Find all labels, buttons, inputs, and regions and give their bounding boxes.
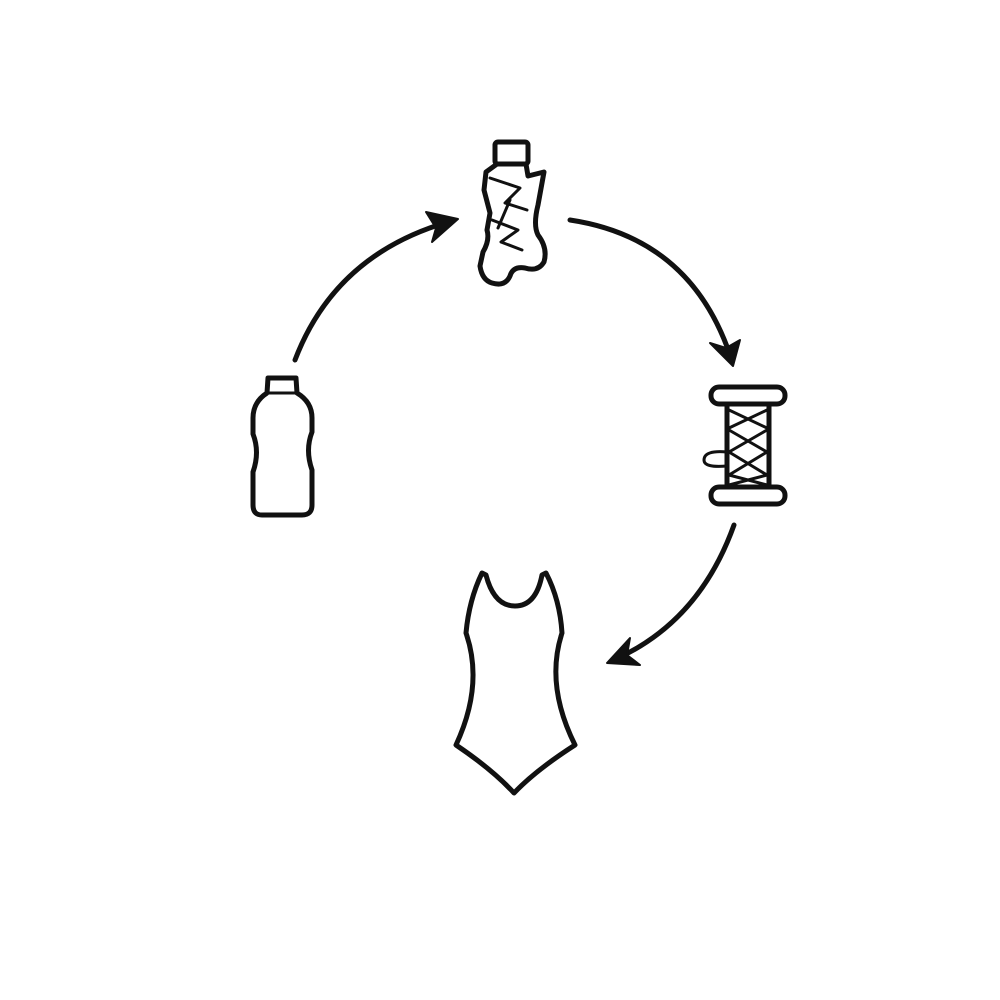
thread-spool-icon xyxy=(702,384,788,507)
arrow-spool-to-swimsuit xyxy=(606,522,737,666)
plastic-bottle-icon xyxy=(250,375,315,518)
swimsuit-icon xyxy=(453,570,578,796)
arrow-crushed-to-spool xyxy=(567,217,741,367)
arrow-bottle-to-crushed xyxy=(292,211,459,363)
crushed-bottle-icon xyxy=(477,139,548,287)
